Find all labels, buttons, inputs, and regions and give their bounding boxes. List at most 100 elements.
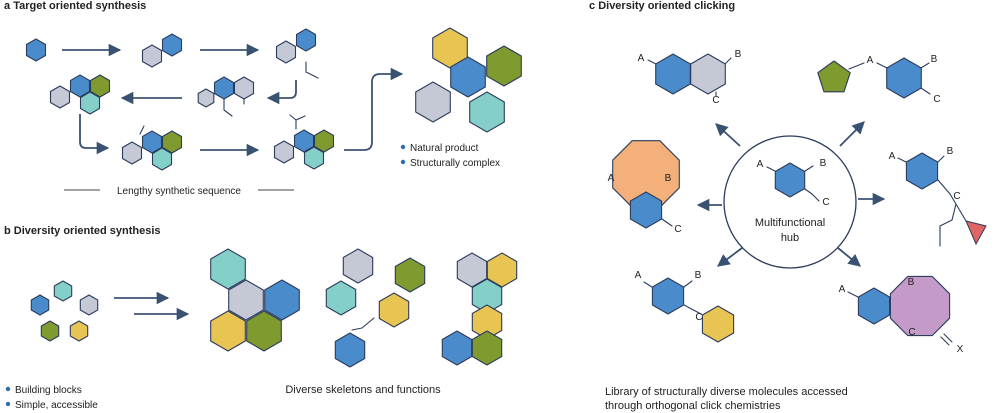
teal-ring	[79, 91, 101, 115]
gray-ring	[275, 40, 297, 64]
product-bottom-right: A B C X	[839, 275, 964, 355]
hub-molecule: A B C	[757, 158, 830, 208]
svg-text:B: B	[820, 158, 827, 169]
svg-text:A: A	[757, 159, 764, 170]
blue-ring	[629, 191, 663, 229]
blue-ring	[69, 74, 91, 98]
blue-ring	[264, 279, 300, 321]
gray-ring	[49, 85, 71, 109]
gray-ring	[79, 294, 99, 316]
product-top-left: A B C	[638, 49, 742, 106]
b-bullet-1: Building blocks	[15, 385, 82, 396]
teal-ring	[210, 248, 246, 290]
blue-ring	[334, 332, 366, 368]
green-ring	[471, 330, 503, 366]
svg-text:C: C	[822, 197, 829, 208]
blue-ring	[655, 53, 691, 95]
panel-a-header: a Target oriented synthesis	[4, 0, 146, 12]
step3-molecule	[275, 28, 319, 79]
yellow-ring	[486, 252, 518, 288]
blue-ring	[774, 162, 806, 198]
green-ring	[89, 74, 111, 98]
svg-text:A: A	[638, 53, 645, 64]
product-left: A B C	[608, 140, 682, 235]
svg-text:A: A	[839, 284, 846, 295]
svg-text:B: B	[908, 277, 915, 288]
blue-ring	[161, 33, 183, 57]
teal-ring	[303, 146, 325, 170]
skeleton-3	[441, 252, 518, 366]
svg-text:B: B	[665, 173, 672, 184]
step6-molecule	[121, 125, 183, 171]
teal-ring	[53, 280, 73, 302]
green-ring	[394, 257, 426, 293]
svg-text:B: B	[695, 270, 702, 281]
svg-text:B: B	[947, 146, 954, 157]
c-caption-line-1: Library of structurally diverse molecule…	[605, 386, 848, 398]
yellow-ring	[701, 305, 735, 343]
green-ring	[486, 45, 522, 87]
hub-circle	[723, 135, 857, 269]
hub-label-line-1: Multifunctional	[755, 217, 825, 229]
skeleton-2	[325, 248, 426, 368]
teal-ring	[151, 147, 173, 171]
blue-ring	[295, 28, 317, 52]
gray-ring	[197, 88, 215, 108]
a-bullet-2: Structurally complex	[410, 158, 500, 169]
green-ring	[161, 130, 183, 154]
blue-ring	[905, 152, 939, 190]
blue-ring	[886, 57, 922, 99]
gray-ring	[456, 252, 488, 288]
step2-molecule	[141, 33, 183, 68]
blue-ring	[450, 56, 486, 98]
gray-ring	[273, 140, 295, 164]
skeleton-1	[210, 248, 300, 352]
gray-ring	[690, 53, 726, 95]
teal-ring	[325, 280, 357, 316]
svg-text:A: A	[635, 270, 642, 281]
svg-text:C: C	[953, 191, 960, 202]
c-caption-line-2: through orthogonal click chemistries	[605, 400, 781, 412]
teal-ring	[469, 91, 505, 133]
step1-molecule	[25, 38, 47, 62]
panel-c-diagram: A B C Multifunctional hub A B C A B C	[605, 49, 987, 412]
a-bullet-1: Natural product	[410, 143, 479, 154]
gray-ring	[233, 76, 255, 100]
step4-molecule	[197, 76, 255, 117]
b-bullet-2: Simple, accessible	[15, 400, 98, 411]
arrow-c-nw	[715, 123, 741, 147]
product-bottom-left: A B C	[635, 270, 735, 343]
gray-ring	[121, 141, 143, 165]
panel-c-header: c Diversity oriented clicking	[589, 0, 735, 12]
gray-ring	[141, 44, 163, 68]
purple-ring	[889, 275, 951, 337]
svg-text:C: C	[695, 312, 702, 323]
panel-b-header: b Diversity oriented synthesis	[4, 225, 161, 237]
svg-text:A: A	[867, 55, 874, 66]
green-ring	[246, 310, 282, 352]
product-right: A B C	[889, 146, 987, 247]
arrow-c-se	[837, 247, 861, 267]
gray-ring	[415, 81, 451, 123]
arrow-a7	[344, 67, 404, 151]
arrow-c-ne	[839, 121, 865, 147]
svg-text:C: C	[933, 94, 940, 105]
blue-ring	[293, 129, 315, 153]
svg-text:C: C	[674, 224, 681, 235]
step5-molecule	[49, 74, 111, 115]
arrow-c-sw	[716, 247, 743, 267]
svg-text:B: B	[931, 54, 938, 65]
svg-text:A: A	[608, 173, 615, 184]
svg-text:C: C	[908, 327, 915, 338]
blue-ring	[30, 294, 50, 316]
svg-text:X: X	[957, 344, 964, 355]
green-ring	[817, 60, 851, 93]
arrow-a3	[266, 80, 297, 105]
yellow-ring	[210, 310, 246, 352]
building-blocks	[30, 280, 99, 342]
yellow-ring	[69, 320, 89, 342]
blue-ring	[857, 287, 891, 325]
yellow-ring	[432, 27, 468, 69]
sequence-label: Lengthy synthetic sequence	[117, 186, 241, 197]
